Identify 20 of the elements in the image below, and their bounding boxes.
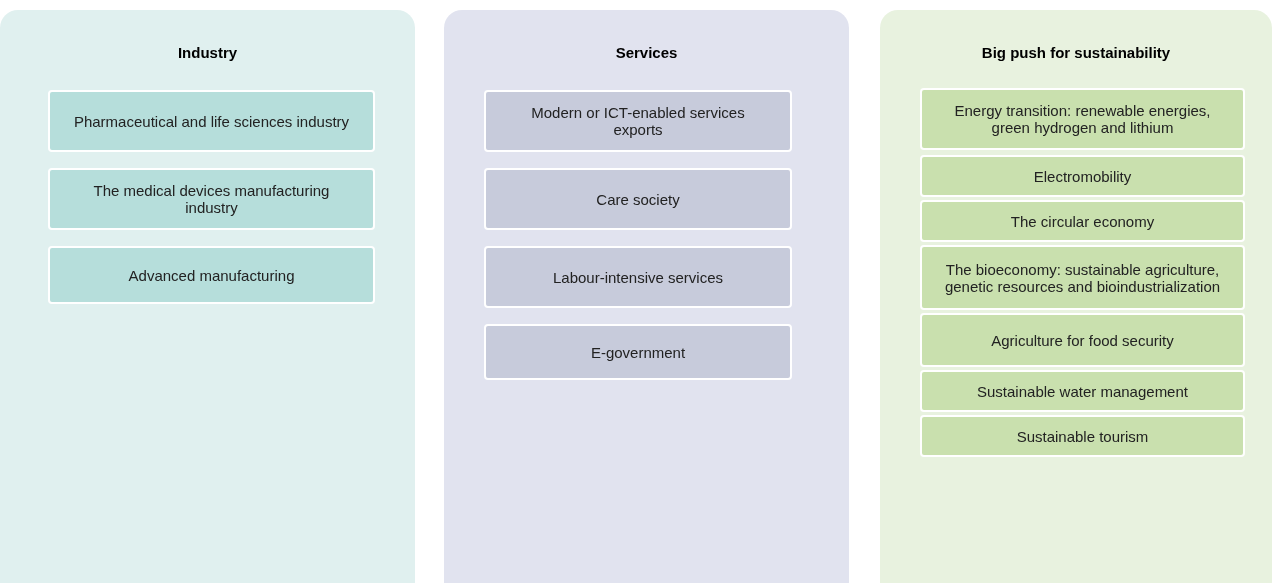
activity-box: Pharmaceutical and life sciences industry	[48, 90, 375, 152]
activity-box: Sustainable tourism	[920, 415, 1245, 457]
activity-box: Modern or ICT-enabled services exports	[484, 90, 792, 152]
activity-box: Labour-intensive services	[484, 246, 792, 308]
activity-box: Energy transition: renewable energies, green hydrogen and lithium	[920, 88, 1245, 150]
activity-box: Sustainable water management	[920, 370, 1245, 412]
activity-box: The bioeconomy: sustainable agriculture, genetic resources and bioindustrialization	[920, 245, 1245, 310]
panel-heading: Industry	[176, 44, 239, 63]
activity-box: E-government	[484, 324, 792, 380]
sector-panel	[880, 10, 1272, 583]
activity-box: Agriculture for food security	[920, 313, 1245, 367]
panel-heading: Big push for sustainability	[980, 44, 1172, 63]
panel-heading: Services	[614, 44, 679, 63]
sector-panel	[0, 10, 415, 583]
activity-box: Care society	[484, 168, 792, 230]
activity-box: Advanced manufacturing	[48, 246, 375, 304]
sector-panel	[444, 10, 849, 583]
activity-box: The circular economy	[920, 200, 1245, 242]
activity-box: The medical devices manufacturing industry	[48, 168, 375, 230]
activity-box: Electromobility	[920, 155, 1245, 197]
